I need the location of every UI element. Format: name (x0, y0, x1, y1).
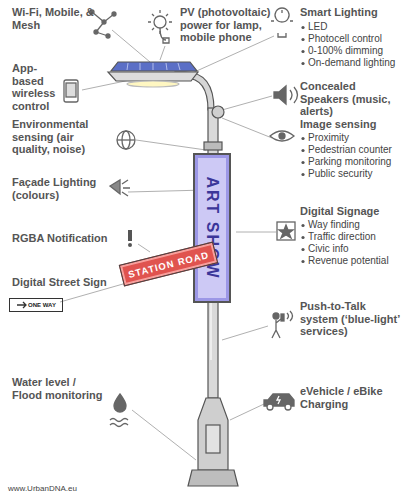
callout-label: App-based wireless control (12, 62, 62, 113)
label-text: Traffic direction (308, 231, 376, 242)
watermark: www.UrbanDNA.eu (8, 484, 138, 493)
one-way-arrow (17, 302, 26, 308)
callout-label: Wi-Fi, Mobile, & Mesh (12, 6, 97, 31)
star-sign-icon (277, 222, 295, 240)
callout-label: Digital Signage (300, 205, 406, 218)
label-text: Push-to-Talk system (‘blue-light’ servic… (300, 300, 400, 337)
water-drop-icon (110, 394, 128, 427)
label-text: LED (308, 21, 327, 32)
globe-icon (117, 131, 135, 149)
callout-label: PV (photovoltaic) power for lamp, mobile… (180, 6, 296, 44)
label-text: Parking monitoring (308, 156, 391, 167)
label-text: Photocell control (308, 33, 382, 44)
label-text: Façade Lighting (colours) (12, 176, 96, 201)
notification-icon (128, 230, 132, 247)
bullet-dot (301, 161, 304, 164)
callout-label: Façade Lighting (colours) (12, 176, 104, 201)
bullet-dot (301, 236, 304, 239)
label-text: PV (photovoltaic) power for lamp, mobile… (180, 6, 270, 43)
bullet-dot (301, 149, 304, 152)
bullet-dot (301, 173, 304, 176)
callout-label: Concealed Speakers (music, alerts) (300, 80, 406, 118)
label-text: Revenue potential (308, 255, 389, 266)
bullet-item: Proximity (308, 132, 406, 144)
callout-label: eVehicle / eBike Charging (300, 385, 406, 410)
label-text: eVehicle / eBike Charging (300, 385, 383, 410)
label-text: Image sensing (300, 118, 376, 130)
bullet-item: Parking monitoring (308, 156, 406, 168)
car-icon (264, 394, 294, 410)
bullet-item: 0-100% dimming (308, 45, 406, 57)
callout-label: Digital Street Sign (12, 276, 124, 289)
bullet-item: On-demand lighting (308, 57, 406, 69)
bullet-dot (301, 62, 304, 65)
sign-text: ONE WAY (28, 302, 56, 308)
bullet-item: Traffic direction (308, 231, 406, 243)
bullet-dot (301, 38, 304, 41)
phone-icon (64, 80, 78, 102)
bullet-item: Civic info (308, 243, 406, 255)
callout-label: Image sensing (300, 118, 406, 131)
mesh-network-icon (90, 10, 116, 38)
label-text: Water level / Flood monitoring (12, 376, 102, 401)
label-text: Public security (308, 168, 372, 179)
callout-label: Smart Lighting (300, 6, 406, 19)
bullet-dot (301, 137, 304, 140)
bullet-dot (301, 50, 304, 53)
label-text: Environmental sensing (air quality, nois… (12, 118, 88, 155)
bullet-item: Revenue potential (308, 255, 406, 267)
one-way-sign: ONE WAY (9, 298, 63, 312)
bullet-dot (301, 260, 304, 263)
bullet-item: Pedestrian counter (308, 144, 406, 156)
facade-light-icon (110, 180, 130, 196)
callout-label: Water level / Flood monitoring (12, 376, 104, 401)
label-text: App-based wireless control (12, 62, 55, 112)
sun-plug-icon (148, 10, 172, 43)
bullet-item: LED (308, 21, 406, 33)
label-text: www.UrbanDNA.eu (8, 484, 77, 493)
label-text: Smart Lighting (300, 6, 378, 18)
label-text: 0-100% dimming (308, 45, 383, 56)
label-text: On-demand lighting (308, 57, 395, 68)
speaker-icon (274, 86, 298, 104)
label-text: Proximity (308, 132, 349, 143)
callout-label: RGBA Notification (12, 232, 124, 245)
bulb-icon (271, 8, 293, 37)
callout-label: Push-to-Talk system (‘blue-light’ servic… (300, 300, 406, 338)
label-text: Digital Signage (300, 205, 379, 217)
bullet-dot (301, 248, 304, 251)
label-text: Pedestrian counter (308, 144, 392, 155)
push-to-talk-icon (272, 311, 293, 338)
label-text: Concealed Speakers (music, alerts) (300, 80, 391, 117)
lamp-post (108, 62, 238, 486)
label-text: Wi-Fi, Mobile, & Mesh (12, 6, 94, 31)
label-text: Civic info (308, 243, 349, 254)
callout-label: Environmental sensing (air quality, nois… (12, 118, 112, 156)
eye-icon (270, 131, 294, 141)
bullet-dot (301, 224, 304, 227)
label-text: RGBA Notification (12, 232, 108, 244)
bullet-item: Photocell control (308, 33, 406, 45)
label-text: Way finding (308, 219, 360, 230)
bullet-item: Way finding (308, 219, 406, 231)
bullet-dot (301, 26, 304, 29)
feature-icons (17, 8, 298, 426)
bullet-item: Public security (308, 168, 406, 180)
digital-signage-panel: ART SHOW (193, 153, 231, 303)
label-text: Digital Street Sign (12, 276, 107, 288)
